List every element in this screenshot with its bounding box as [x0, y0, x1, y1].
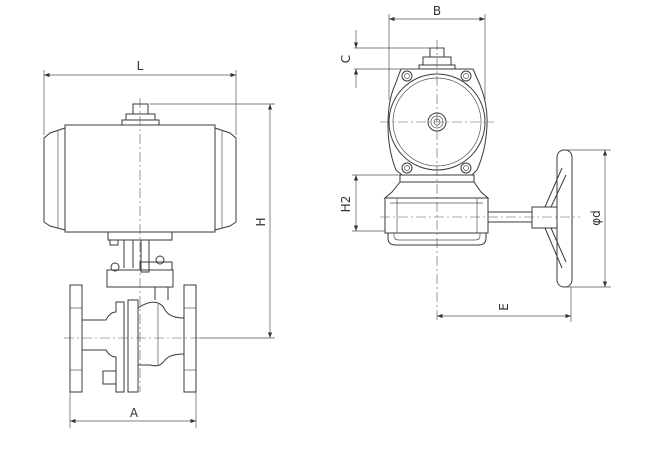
- dimension-label-A: A: [130, 406, 139, 420]
- gearbox: [383, 174, 490, 246]
- dimension-label-H2: H2: [339, 196, 353, 213]
- handwheel-assembly: [487, 149, 573, 288]
- actuator-housing: [387, 47, 488, 176]
- dimension-H: H: [150, 103, 275, 339]
- dimension-E: E: [437, 287, 572, 322]
- dimension-H2: H2: [339, 174, 400, 232]
- side-view: B C H2 φd E: [339, 4, 611, 322]
- dimension-label-H: H: [254, 217, 268, 226]
- dimension-label-L: L: [137, 59, 144, 73]
- dimension-A: A: [69, 392, 197, 428]
- dimension-C: C: [339, 30, 443, 88]
- dimension-label-E: E: [497, 303, 511, 311]
- dimension-B: B: [388, 4, 486, 100]
- front-view: L H A: [43, 59, 275, 428]
- dimension-d: φd: [565, 149, 611, 288]
- valve-body: [69, 284, 197, 393]
- dimension-label-d: φd: [589, 210, 603, 226]
- dimension-label-B: B: [433, 4, 441, 18]
- actuator-shaft: [121, 103, 160, 126]
- dimension-L: L: [43, 59, 237, 135]
- dimension-label-C: C: [339, 55, 353, 63]
